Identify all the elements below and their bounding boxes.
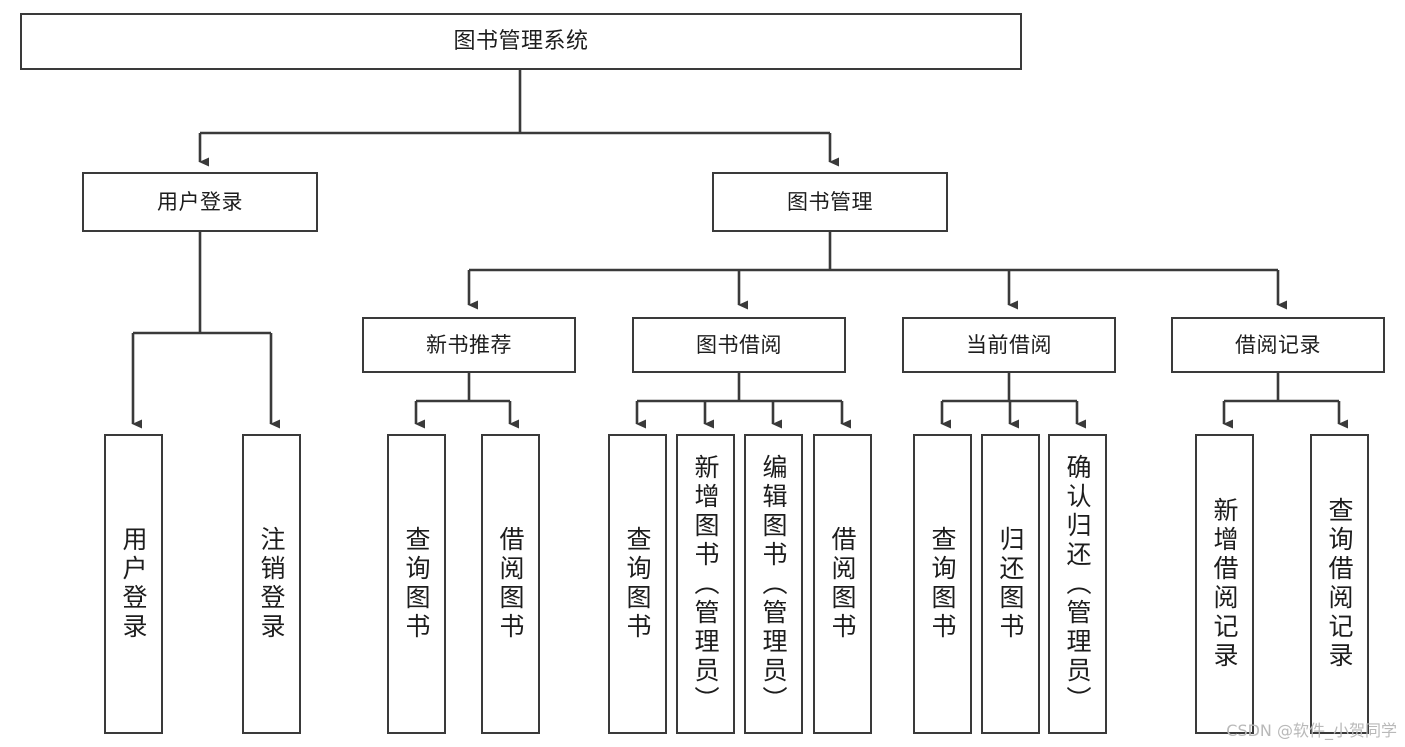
watermark: CSDN @软件_小贺同学 [1226,721,1397,740]
leaf-user-login-0-label: 用户登录 [119,526,148,642]
leaf-book-borrow-1[interactable]: 新增图书（管理员） [676,434,735,734]
leaf-current-borrow-0[interactable]: 查询图书 [913,434,972,734]
node-user-login[interactable]: 用户登录 [82,172,318,232]
node-root[interactable]: 图书管理系统 [20,13,1022,70]
leaf-book-borrow-0[interactable]: 查询图书 [608,434,667,734]
leaf-book-borrow-3-label: 借阅图书 [828,526,857,642]
leaf-book-borrow-2-label: 编辑图书（管理员） [759,453,788,715]
leaf-book-borrow-3[interactable]: 借阅图书 [813,434,872,734]
node-borrow-record-label: 借阅记录 [1235,332,1321,357]
node-new-book-recommend[interactable]: 新书推荐 [362,317,576,373]
leaf-current-borrow-2[interactable]: 确认归还（管理员） [1048,434,1107,734]
node-book-management[interactable]: 图书管理 [712,172,948,232]
node-user-login-label: 用户登录 [157,189,243,214]
leaf-new-book-1-label: 借阅图书 [496,526,525,642]
node-book-borrow-label: 图书借阅 [696,332,782,357]
leaf-borrow-record-0[interactable]: 新增借阅记录 [1195,434,1254,734]
node-root-label: 图书管理系统 [453,28,589,54]
node-book-borrow[interactable]: 图书借阅 [632,317,846,373]
leaf-user-login-0[interactable]: 用户登录 [104,434,163,734]
leaf-new-book-0-label: 查询图书 [402,526,431,642]
node-current-borrow[interactable]: 当前借阅 [902,317,1116,373]
node-borrow-record[interactable]: 借阅记录 [1171,317,1385,373]
leaf-book-borrow-0-label: 查询图书 [623,526,652,642]
leaf-user-login-1[interactable]: 注销登录 [242,434,301,734]
node-book-management-label: 图书管理 [787,189,873,214]
leaf-user-login-1-label: 注销登录 [257,526,286,642]
node-new-book-recommend-label: 新书推荐 [426,332,512,357]
node-current-borrow-label: 当前借阅 [966,332,1052,357]
leaf-current-borrow-2-label: 确认归还（管理员） [1063,453,1092,715]
leaf-book-borrow-1-label: 新增图书（管理员） [691,453,720,715]
leaf-borrow-record-0-label: 新增借阅记录 [1210,497,1239,671]
leaf-current-borrow-1[interactable]: 归还图书 [981,434,1040,734]
leaf-borrow-record-1-label: 查询借阅记录 [1325,497,1354,671]
leaf-book-borrow-2[interactable]: 编辑图书（管理员） [744,434,803,734]
leaf-current-borrow-1-label: 归还图书 [996,526,1025,642]
leaf-new-book-1[interactable]: 借阅图书 [481,434,540,734]
leaf-borrow-record-1[interactable]: 查询借阅记录 [1310,434,1369,734]
leaf-new-book-0[interactable]: 查询图书 [387,434,446,734]
leaf-current-borrow-0-label: 查询图书 [928,526,957,642]
